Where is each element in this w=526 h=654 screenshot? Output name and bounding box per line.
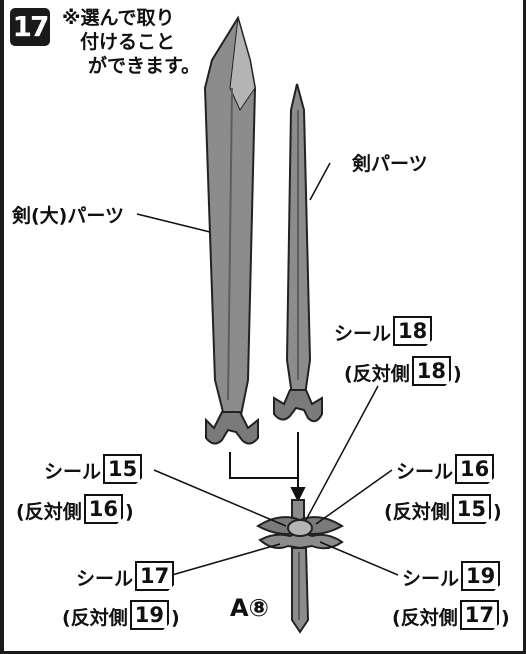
sticker-number-box: 15 <box>451 494 492 524</box>
sticker-word: シール <box>334 323 392 345</box>
frame-border-left <box>0 0 4 654</box>
note-line-3: ができます。 <box>88 55 201 77</box>
leader-lines <box>136 162 399 576</box>
frame-border-right <box>523 0 526 654</box>
opposite-side-word: 反対側 <box>24 501 82 523</box>
sticker-number-box: 17 <box>459 600 500 630</box>
step-number-badge: 17 <box>10 8 50 46</box>
sword-part-label: 剣パーツ <box>352 153 428 175</box>
opposite-side-word: 反対側 <box>352 363 410 385</box>
sticker-number-box: 18 <box>411 356 452 386</box>
opposite-side-word: 反対側 <box>70 607 128 629</box>
guide-lines <box>229 432 306 503</box>
large-sword-illustration <box>203 15 259 445</box>
sticker-number-box: 19 <box>461 561 501 591</box>
frame-border-bottom <box>0 651 526 654</box>
large-sword-part-label: 剣(大)パーツ <box>12 205 124 227</box>
opposite-side-word: 反対側 <box>400 607 458 629</box>
hilt-assembly-illustration <box>256 499 344 634</box>
sticker-word: シール <box>76 568 134 590</box>
sticker-number-box: 16 <box>83 494 124 524</box>
sticker-word: シール <box>44 461 102 483</box>
sticker-number-box: 19 <box>129 600 170 630</box>
sticker-number-box: 15 <box>103 454 143 484</box>
part-reference-label: A⑧ <box>230 594 269 622</box>
sticker-word: シール <box>396 461 454 483</box>
sticker-number-box: 18 <box>393 316 433 346</box>
sticker-word: シール <box>402 568 460 590</box>
sticker-number-box: 16 <box>455 454 495 484</box>
sword-illustration <box>273 83 323 423</box>
note-line-2: 付けること <box>80 31 176 53</box>
sticker-number-box: 17 <box>135 561 175 591</box>
note-line-1: ※選んで取り <box>62 7 175 29</box>
opposite-side-word: 反対側 <box>392 501 450 523</box>
